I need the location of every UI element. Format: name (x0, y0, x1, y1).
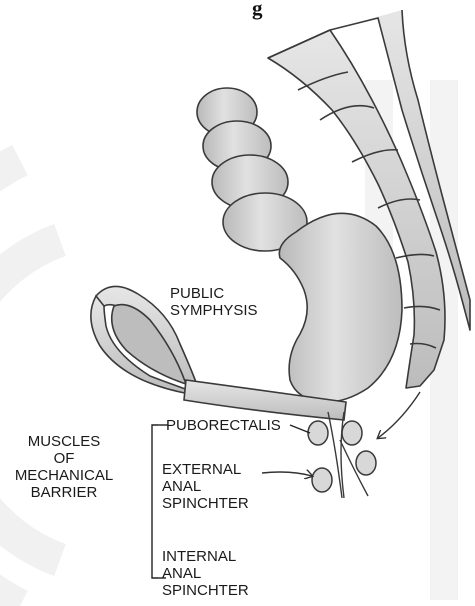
label-line: ANAL (162, 565, 249, 582)
caption-fragment: g (252, 0, 263, 21)
label-line: EXTERNAL (162, 461, 249, 478)
label-line: SPINCHTER (162, 495, 249, 512)
label-muscles-of-mechanical-barrier: MUSCLES OF MECHANICAL BARRIER (2, 433, 126, 501)
rectum (279, 213, 402, 402)
label-line: ANAL (162, 478, 249, 495)
label-line: MECHANICAL (2, 467, 126, 484)
label-external-anal-sphincter: EXTERNAL ANAL SPINCHTER (162, 461, 249, 512)
external-sphincter-arrow (262, 472, 312, 476)
curved-arrow (378, 392, 420, 438)
label-line: SPINCHTER (162, 582, 249, 599)
label-line: PUBORECTALIS (166, 417, 281, 434)
label-internal-anal-sphincter: INTERNAL ANAL SPINCHTER (162, 548, 249, 599)
label-line: MUSCLES (2, 433, 126, 450)
label-pubic-symphysis: PUBLIC SYMPHYSIS (170, 285, 258, 319)
label-line: SYMPHYSIS (170, 302, 258, 319)
label-line: PUBLIC (170, 285, 258, 302)
label-line: BARRIER (2, 484, 126, 501)
label-line: OF (2, 450, 126, 467)
label-puborectalis: PUBORECTALIS (166, 417, 281, 434)
label-line: INTERNAL (162, 548, 249, 565)
